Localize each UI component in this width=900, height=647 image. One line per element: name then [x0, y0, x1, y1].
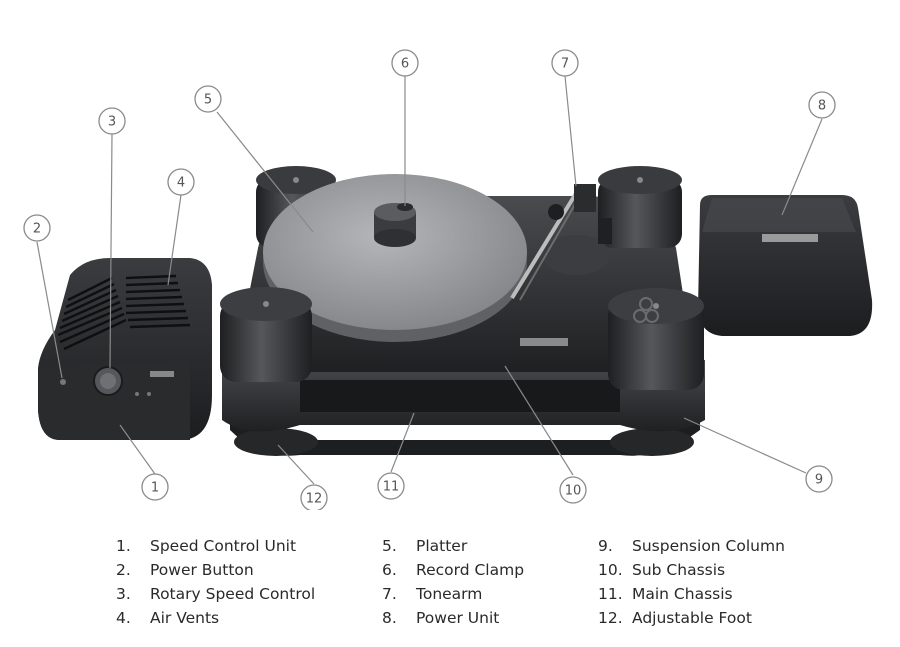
callout-9: 9: [805, 465, 833, 493]
turntable-badge: [520, 338, 568, 346]
legend-column-3: 9. Suspension Column 10. Sub Chassis 11. Ma…: [598, 534, 785, 630]
callout-label: 9: [815, 473, 823, 488]
main-chassis-band: [300, 380, 620, 412]
legend-item-number: 8.: [382, 609, 397, 627]
legend-item-label: Power Unit: [416, 609, 500, 627]
legend: 1. Speed Control Unit 2. Power Button 3. Ro…: [0, 528, 900, 638]
legend-item: 6. Record Clamp: [382, 558, 524, 582]
power-button-icon: [60, 379, 66, 385]
legend-item-label: Adjustable Foot: [632, 609, 752, 627]
legend-item-number: 5.: [382, 537, 397, 555]
legend-item-number: 2.: [116, 561, 131, 579]
callout-label: 2: [33, 222, 41, 237]
turntable: [220, 166, 705, 456]
tonearm: [510, 184, 612, 301]
legend-item-label: Rotary Speed Control: [150, 585, 316, 603]
legend-column-1: 1. Speed Control Unit 2. Power Button 3. Ro…: [116, 534, 315, 630]
legend-item-number: 6.: [382, 561, 397, 579]
callout-label: 1: [151, 481, 159, 496]
legend-item-number: 4.: [116, 609, 131, 627]
legend-item-label: Platter: [416, 537, 468, 555]
callout-circle: [23, 214, 51, 242]
legend-item: 4. Air Vents: [116, 606, 315, 630]
leader-lines: [36, 75, 823, 485]
legend-item: 9. Suspension Column: [598, 534, 785, 558]
callout-3: 3: [98, 107, 126, 135]
callout-label: 4: [177, 176, 185, 191]
callout-2: 2: [23, 214, 51, 242]
callout-8: 8: [808, 91, 836, 119]
adjustable-foot-right: [610, 428, 694, 456]
legend-item-label: Speed Control Unit: [150, 537, 297, 555]
callout-7: 7: [551, 49, 579, 77]
callout-circle: [194, 85, 222, 113]
legend-item: 12. Adjustable Foot: [598, 606, 785, 630]
legend-item: 3. Rotary Speed Control: [116, 582, 315, 606]
legend-item-number: 3.: [116, 585, 131, 603]
legend-item-label: Record Clamp: [416, 561, 525, 579]
legend-item-number: 1.: [116, 537, 131, 555]
legend-item: 10. Sub Chassis: [598, 558, 785, 582]
legend-item-number: 7.: [382, 585, 397, 603]
adjustable-foot-left: [234, 428, 318, 456]
callout-label: 3: [108, 115, 116, 130]
legend-item-label: Air Vents: [150, 609, 220, 627]
suspension-column-rear-right: [598, 166, 682, 248]
suspension-column-front-left: [220, 287, 312, 382]
legend-item-label: Main Chassis: [632, 585, 733, 603]
legend-item-label: Suspension Column: [632, 537, 785, 555]
speed-control-unit: [38, 258, 212, 440]
callout-circle: [391, 49, 419, 77]
legend-item-label: Power Button: [150, 561, 254, 579]
legend-item-number: 11.: [598, 585, 623, 603]
legend-item-label: Sub Chassis: [632, 561, 726, 579]
legend-item-number: 10.: [598, 561, 623, 579]
record-clamp: [374, 203, 416, 247]
callout-4: 4: [167, 168, 195, 196]
callout-circle: [377, 472, 405, 500]
legend-item: 1. Speed Control Unit: [116, 534, 315, 558]
callout-5: 5: [194, 85, 222, 113]
legend-item-number: 12.: [598, 609, 623, 627]
callout-label: 8: [818, 99, 826, 114]
callout-6: 6: [391, 49, 419, 77]
callout-10: 10: [559, 476, 587, 504]
callout-label: 7: [561, 57, 569, 72]
callout-label: 5: [204, 93, 212, 108]
legend-item: 11. Main Chassis: [598, 582, 785, 606]
power-unit: [698, 195, 873, 336]
platter: [263, 174, 527, 342]
callout-label: 6: [401, 57, 409, 72]
legend-column-2: 5. Platter 6. Record Clamp 7. Tonearm 8. Pow…: [382, 534, 524, 630]
callout-1: 1: [141, 473, 169, 501]
air-vents: [57, 274, 191, 351]
callout-circle: [167, 168, 195, 196]
legend-item: 7. Tonearm: [382, 582, 524, 606]
callout-11: 11: [377, 472, 405, 500]
callout-circle: [141, 473, 169, 501]
callout-circle: [559, 476, 587, 504]
callout-label: 11: [383, 480, 400, 495]
legend-item: 2. Power Button: [116, 558, 315, 582]
callout-circle: [805, 465, 833, 493]
legend-item: 8. Power Unit: [382, 606, 524, 630]
legend-item-number: 9.: [598, 537, 613, 555]
callout-circle: [98, 107, 126, 135]
legend-item-label: Tonearm: [416, 585, 483, 603]
legend-item: 5. Platter: [382, 534, 524, 558]
callout-12: 12: [300, 484, 328, 510]
callout-circle: [551, 49, 579, 77]
callout-label: 10: [565, 484, 582, 499]
callout-circle: [808, 91, 836, 119]
callout-label: 12: [306, 492, 323, 507]
suspension-column-front-right: [608, 288, 704, 390]
callout-circle: [300, 484, 328, 510]
power-unit-badge: [762, 234, 818, 242]
